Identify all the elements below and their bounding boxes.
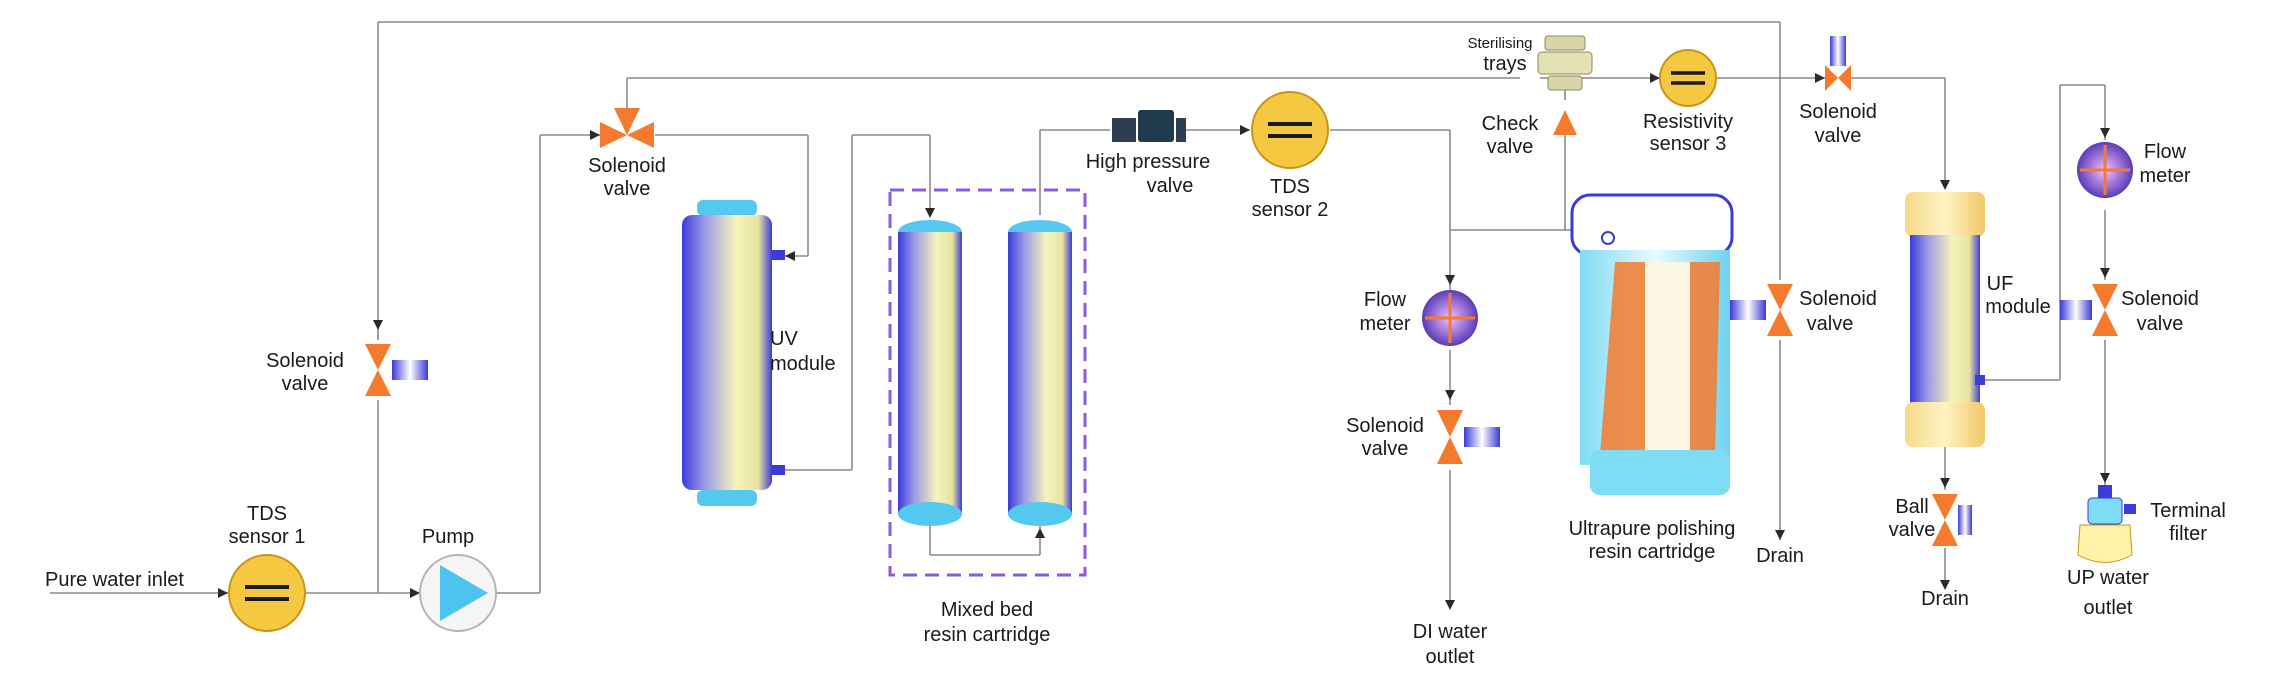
solenoid-valve-top-label-1: Solenoid — [588, 155, 666, 177]
up-water-outlet-label-1: UP water — [2067, 567, 2149, 589]
terminal-filter-label-2: filter — [2169, 523, 2207, 545]
solenoid-valve-uf-inlet — [1825, 36, 1851, 91]
solenoid-valve-up-label-2: valve — [2137, 313, 2184, 335]
solenoid-valve-top — [600, 108, 654, 148]
pump-label: Pump — [422, 526, 474, 548]
high-pressure-valve-label-2: valve — [1147, 175, 1194, 197]
uv-module-label-1: UV — [770, 328, 798, 350]
solenoid-valve-top-label-2: valve — [604, 178, 651, 200]
high-pressure-valve-label-1: High pressure — [1086, 151, 1211, 173]
check-valve-label-1: Check — [1482, 113, 1540, 135]
flow-meter-up — [2077, 142, 2133, 198]
tds-sensor-1-label-1: TDS — [247, 503, 287, 525]
sterilising-trays-label-1: Sterilising — [1467, 35, 1532, 52]
solenoid-valve-up — [2060, 284, 2118, 336]
up-water-outlet-label-2: outlet — [2084, 597, 2133, 619]
polishing-cartridge-label-1: Ultrapure polishing — [1569, 518, 1736, 540]
di-water-outlet-label-1: DI water — [1413, 621, 1488, 643]
flow-arrows — [218, 73, 2110, 610]
high-pressure-valve — [1112, 110, 1186, 142]
pipes — [50, 21, 2106, 605]
sterilising-trays-label-2: trays — [1483, 53, 1526, 75]
uf-module — [1905, 192, 1985, 447]
resistivity-sensor-label-1: Resistivity — [1643, 111, 1733, 133]
tds-sensor-2-label-2: sensor 2 — [1252, 199, 1329, 221]
polishing-cartridge-label-2: resin cartridge — [1589, 541, 1716, 563]
resistivity-sensor-label-2: sensor 3 — [1650, 133, 1727, 155]
uf-module-label-1: UF — [1987, 273, 2014, 295]
terminal-filter-label-1: Terminal — [2150, 500, 2226, 522]
solenoid-valve-left — [365, 344, 428, 396]
terminal-filter — [2077, 485, 2136, 563]
ball-valve — [1932, 494, 1972, 546]
pump — [419, 554, 497, 632]
mixed-bed-label-2: resin cartridge — [924, 624, 1051, 646]
mixed-bed-column-2 — [1008, 220, 1072, 526]
solenoid-valve-drain-label-2: valve — [1807, 313, 1854, 335]
solenoid-valve-uf-label-2: valve — [1815, 125, 1862, 147]
solenoid-valve-left-label-1: Solenoid — [266, 350, 344, 372]
sterilising-trays — [1537, 35, 1593, 91]
solenoid-valve-di-label-1: Solenoid — [1346, 415, 1424, 437]
check-valve — [1553, 110, 1577, 135]
di-water-outlet-label-2: outlet — [1426, 646, 1475, 668]
solenoid-valve-di — [1437, 410, 1500, 464]
solenoid-valve-uf-label-1: Solenoid — [1799, 101, 1877, 123]
flow-meter-di — [1422, 290, 1478, 346]
flow-meter-di-label-2: meter — [1359, 313, 1410, 335]
mixed-bed-enclosure — [888, 188, 1087, 577]
tds-sensor-2 — [1251, 91, 1329, 169]
tds-sensor-2-label-1: TDS — [1270, 176, 1310, 198]
ball-valve-label-2: valve — [1889, 519, 1936, 541]
ball-valve-label-1: Ball — [1895, 496, 1928, 518]
tds-sensor-1 — [228, 554, 306, 632]
uv-module — [682, 200, 785, 506]
solenoid-valve-left-label-2: valve — [282, 373, 329, 395]
tds-sensor-1-label-2: sensor 1 — [229, 526, 306, 548]
mixed-bed-label-1: Mixed bed — [941, 599, 1033, 621]
solenoid-valve-di-label-2: valve — [1362, 438, 1409, 460]
drain-uf-label: Drain — [1921, 588, 1969, 610]
mixed-bed-column-1 — [898, 220, 962, 526]
solenoid-valve-drain-label-1: Solenoid — [1799, 288, 1877, 310]
solenoid-valve-up-label-1: Solenoid — [2121, 288, 2199, 310]
flow-meter-up-label-2: meter — [2139, 165, 2190, 187]
flow-meter-up-label-1: Flow — [2144, 141, 2187, 163]
pure-water-inlet-label: Pure water inlet — [45, 569, 184, 591]
uv-module-label-2: module — [770, 353, 836, 375]
ultrapure-polishing-cartridge — [1570, 193, 1734, 495]
flow-meter-di-label-1: Flow — [1364, 289, 1407, 311]
check-valve-label-2: valve — [1487, 136, 1534, 158]
solenoid-valve-drain — [1730, 284, 1793, 336]
resistivity-sensor-3 — [1659, 49, 1717, 107]
drain-label: Drain — [1756, 545, 1804, 567]
uf-module-label-2: module — [1985, 296, 2051, 318]
